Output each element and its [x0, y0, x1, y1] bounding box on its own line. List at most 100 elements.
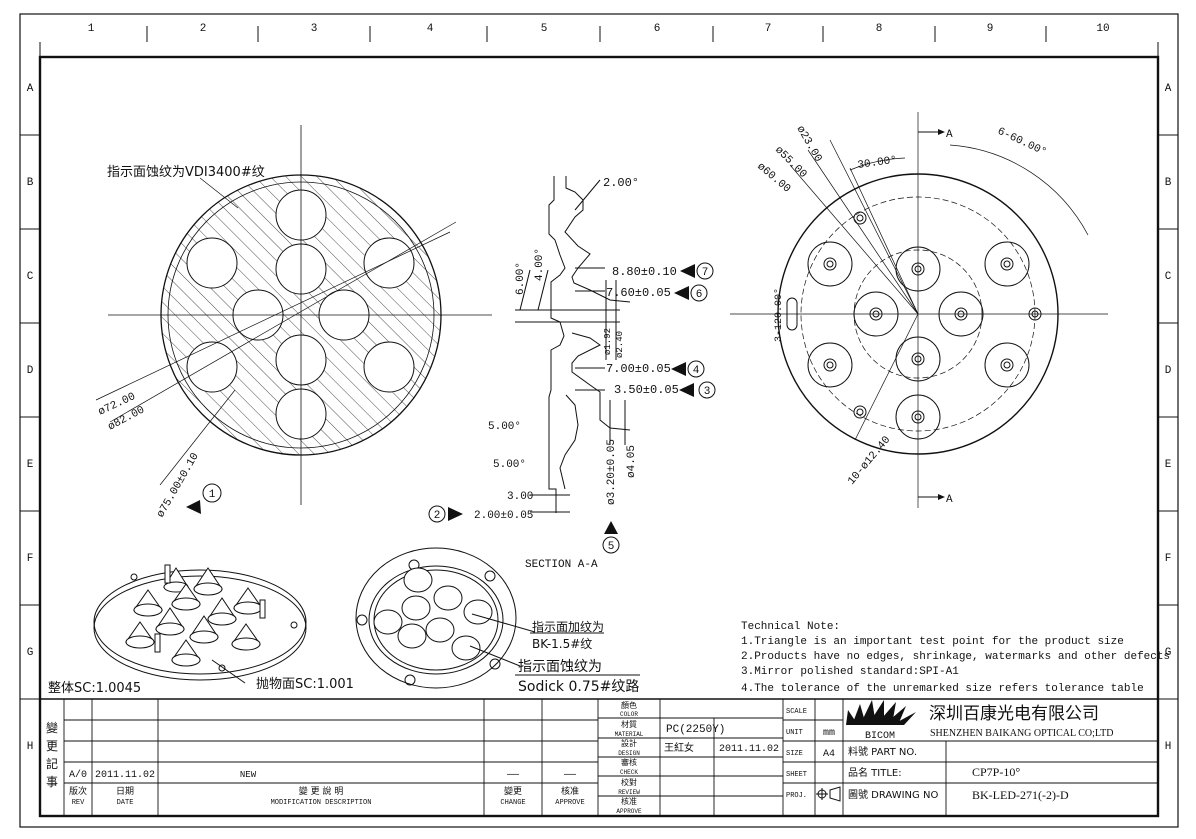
- row-E-left: E: [27, 459, 34, 471]
- row-C-right: C: [1165, 271, 1172, 283]
- hdr-desc-cn: 變 更 說 明: [299, 785, 344, 797]
- section-labels: 2.00° 6.00° 4.00° 8.80±0.10 7 7.60±0.05 …: [428, 176, 716, 571]
- iso-view-left: [93, 564, 307, 684]
- material-value: PC(2250Y): [666, 724, 725, 736]
- projection-symbol-icon: [816, 786, 841, 802]
- scale-label: SCALE: [786, 708, 807, 716]
- iso-labels: 整体SC:1.0045 抛物面SC:1.001 指示面加纹为 BK-1.5#纹 …: [48, 619, 639, 696]
- note-3: 3.Mirror polished standard:SPI-A1: [741, 666, 959, 678]
- lbl-approve2-cn: 核准: [621, 796, 637, 806]
- drawing-value: BK-LED-271(-2)-D: [972, 788, 1069, 802]
- rev-desc: NEW: [240, 770, 257, 780]
- design-date: 2011.11.02: [719, 744, 779, 755]
- rev-change: ——: [506, 770, 520, 781]
- dim-880: 8.80±0.10: [612, 265, 677, 279]
- dim-300: 3.00: [507, 491, 533, 503]
- mark-1: 1: [209, 489, 216, 501]
- lbl-check-cn: 審核: [621, 757, 637, 767]
- title-value: CP7P-10°: [972, 765, 1020, 779]
- row-G-right: G: [1165, 647, 1172, 659]
- lbl-review-cn: 校對: [621, 777, 637, 787]
- col-5: 5: [541, 23, 548, 35]
- lbl-color-cn: 顏色: [621, 700, 637, 710]
- test-point-triangle-2: [448, 507, 463, 521]
- lbl-design-en: DESIGN: [618, 750, 640, 757]
- hdr-desc-en: MODIFICATION DESCRIPTION: [271, 799, 372, 807]
- rev-date: 2011.11.02: [95, 770, 155, 781]
- revision-side-3: 記: [46, 756, 58, 771]
- mark-7: 7: [702, 267, 709, 279]
- row-A-right: A: [1165, 83, 1172, 95]
- lbl-check-en: CHECK: [620, 769, 638, 776]
- dim-350: 3.50±0.05: [614, 383, 679, 397]
- hdr-approve-en: APPROVE: [555, 799, 584, 807]
- note-2: 2.Products have no edges, shrinkage, wat…: [741, 651, 1170, 663]
- dia-23: ø23.00: [794, 124, 824, 164]
- col-1: 1: [88, 23, 95, 35]
- hdr-date-en: DATE: [117, 799, 134, 807]
- mark-5: 5: [608, 541, 615, 553]
- front-view-left: 指示面蚀纹为VDI3400#纹 ø72.00 ø82.00 ø75.00±0.1…: [95, 125, 492, 520]
- sec-angle-5a: 5.00°: [488, 421, 521, 433]
- note-4: 4.The tolerance of the unremarked size r…: [741, 683, 1144, 695]
- texture-sodick-value: Sodick 0.75#纹路: [518, 679, 639, 695]
- unit-value: mm: [823, 728, 835, 739]
- col-6: 6: [654, 23, 661, 35]
- texture-callout: 指示面蚀纹为VDI3400#纹: [107, 165, 265, 180]
- test-point-triangle-1: [186, 500, 201, 514]
- texture-sodick-label: 指示面蚀纹为: [518, 659, 602, 675]
- col-9: 9: [987, 23, 994, 35]
- dia-240: ø2.40: [615, 331, 625, 358]
- lbl-material-cn: 材質: [621, 719, 637, 729]
- test-point-triangle-6: [674, 286, 689, 300]
- whole-sc: 整体SC:1.0045: [48, 681, 141, 696]
- size-value: A4: [823, 749, 835, 760]
- row-G-left: G: [27, 647, 34, 659]
- revision-side-4: 事: [46, 775, 58, 789]
- iso-view-right: [355, 547, 640, 689]
- col-8: 8: [876, 23, 883, 35]
- unit-label: UNIT: [786, 729, 803, 737]
- dim-700: 7.00±0.05: [606, 362, 671, 376]
- dia-192: ø1.92: [603, 328, 613, 355]
- size-label: SIZE: [786, 750, 803, 758]
- rev-approve: ——: [563, 770, 577, 781]
- col-3: 3: [311, 23, 318, 35]
- col-7: 7: [765, 23, 772, 35]
- row-E-right: E: [1165, 459, 1172, 471]
- designer-value: 王紅女: [664, 741, 694, 754]
- lbl-review-en: REVIEW: [618, 789, 640, 796]
- mark-4: 4: [693, 365, 700, 377]
- sec-angle-2: 2.00°: [603, 176, 639, 190]
- col-4: 4: [427, 23, 434, 35]
- title-block: [40, 698, 1158, 816]
- test-point-triangle-4: [671, 362, 686, 376]
- hdr-change-cn: 變更: [504, 785, 522, 797]
- row-B-left: B: [27, 177, 34, 189]
- lbl-design-cn: 設計: [621, 738, 637, 748]
- part-label: 料號 PART NO.: [848, 745, 917, 758]
- dim-320: ø3.20±0.05: [606, 439, 618, 505]
- right-view-labels: A A ø23.00 ø55.00 ø60.00 30.00° 6-60.00°…: [754, 124, 1048, 506]
- texture-15-label: 指示面加纹为: [532, 619, 604, 634]
- proj-label: PROJ.: [786, 792, 807, 800]
- mark-3: 3: [704, 386, 711, 398]
- row-A-left: A: [27, 83, 34, 95]
- sheet-label: SHEET: [786, 771, 807, 779]
- title-label: 品名 TITLE:: [848, 766, 902, 779]
- lbl-color-en: COLOR: [620, 711, 638, 718]
- ang-30: 30.00°: [857, 155, 898, 172]
- test-point-triangle-5: [604, 521, 618, 534]
- hdr-date-cn: 日期: [116, 786, 134, 797]
- row-labels: A B C D E F G H A B C D E F G H: [20, 83, 1178, 753]
- lbl-approve2-en: APPROVE: [616, 808, 642, 815]
- row-H-right: H: [1165, 741, 1172, 753]
- r-3-120: 3-120.00°: [773, 288, 785, 342]
- hdr-rev-cn: 版次: [69, 785, 87, 797]
- sec-angle-6: 6.00°: [515, 262, 527, 295]
- bicom-logo: BICOM: [846, 700, 916, 742]
- rev-value: A/0: [69, 769, 87, 781]
- polish-sc: 抛物面SC:1.001: [256, 677, 354, 692]
- column-labels: 1 2 3 4 5 6 7 8 9 10: [88, 23, 1110, 42]
